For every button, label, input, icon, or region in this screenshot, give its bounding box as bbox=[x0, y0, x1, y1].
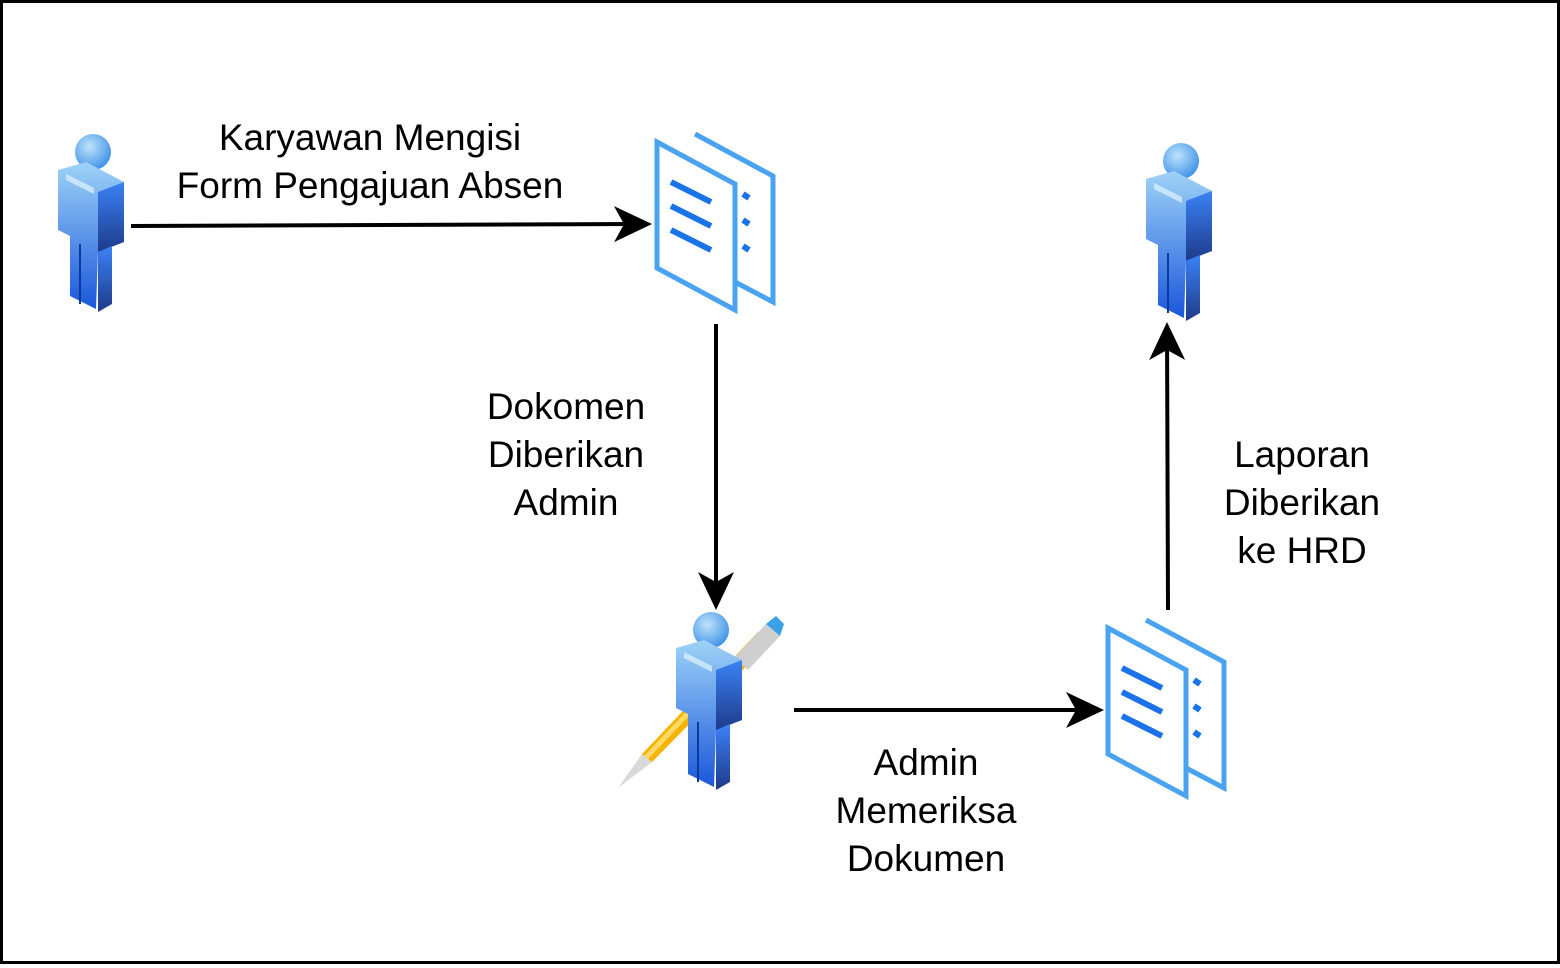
edge-label-line: Dokomen bbox=[486, 386, 646, 427]
edge-label-line: Dokumen bbox=[846, 838, 1006, 879]
edge-label-line: Diberikan bbox=[487, 434, 645, 475]
arrow-employee-to-form bbox=[130, 206, 652, 243]
edge-label-document-to-hrd: Laporan Diberikan ke HRD bbox=[1192, 431, 1412, 575]
edge-label-form-to-admin: Dokomen Diberikan Admin bbox=[456, 383, 676, 527]
checked-document-icon bbox=[1108, 620, 1224, 796]
edge-label-line: Laporan bbox=[1234, 434, 1370, 475]
employee-person-icon bbox=[57, 133, 125, 313]
edge-label-line: Memeriksa bbox=[835, 790, 1017, 831]
arrow-document-to-hrd bbox=[1149, 322, 1186, 611]
admin-person-with-pen-icon bbox=[618, 611, 784, 791]
edge-label-line: ke HRD bbox=[1237, 530, 1367, 571]
edge-label-line: Form Pengajuan Absen bbox=[176, 165, 564, 206]
edge-label-line: Diberikan bbox=[1223, 482, 1381, 523]
edge-label-employee-to-form: Karyawan Mengisi Form Pengajuan Absen bbox=[140, 114, 600, 210]
hrd-person-icon bbox=[1145, 142, 1213, 322]
form-document-icon bbox=[657, 134, 773, 310]
edge-label-line: Karyawan Mengisi bbox=[218, 117, 522, 158]
edge-label-admin-to-document: Admin Memeriksa Dokumen bbox=[816, 739, 1036, 883]
edge-label-line: Admin bbox=[513, 482, 619, 523]
edge-label-line: Admin bbox=[873, 742, 979, 783]
